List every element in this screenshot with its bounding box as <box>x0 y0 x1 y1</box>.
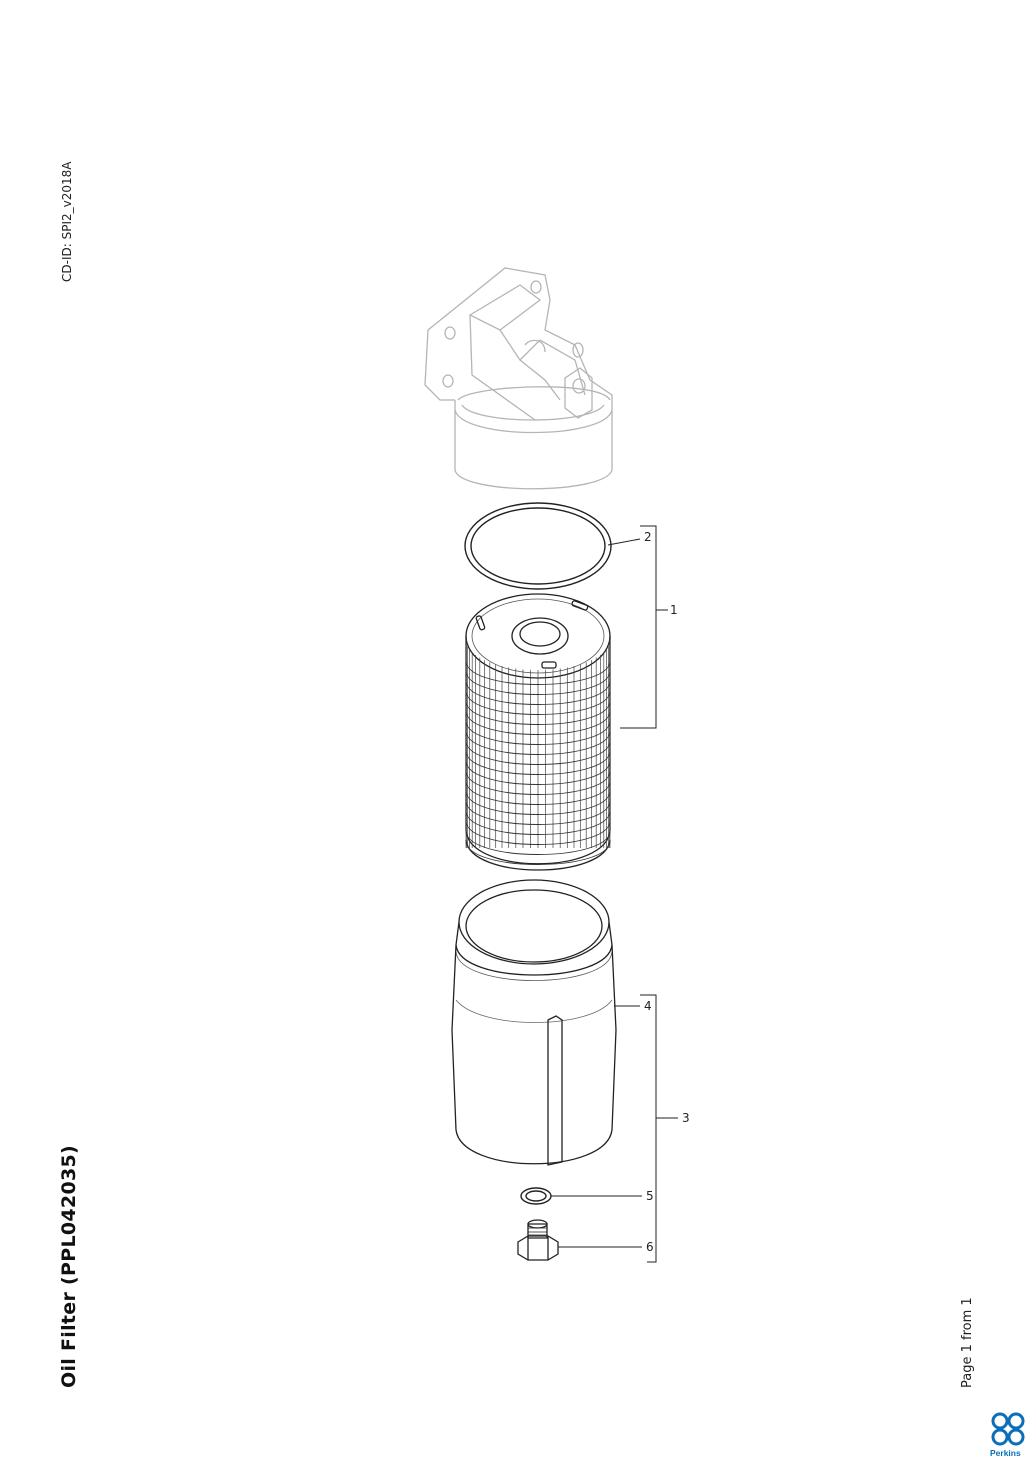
callout-2: 2 <box>644 530 652 544</box>
filter-bowl <box>451 879 617 1166</box>
leader-lines <box>551 525 678 1263</box>
drain-plug <box>517 1219 559 1261</box>
drain-washer <box>520 1187 552 1205</box>
brand-name: Perkins <box>990 1448 1021 1458</box>
callout-1: 1 <box>670 603 678 617</box>
callout-3: 3 <box>682 1111 690 1125</box>
o-ring-seal <box>464 502 612 590</box>
callout-4: 4 <box>644 999 652 1013</box>
filter-head <box>424 267 613 490</box>
callout-6: 6 <box>646 1240 654 1254</box>
filter-element <box>465 593 611 871</box>
callout-5: 5 <box>646 1189 654 1203</box>
perkins-logo <box>991 1412 1025 1446</box>
